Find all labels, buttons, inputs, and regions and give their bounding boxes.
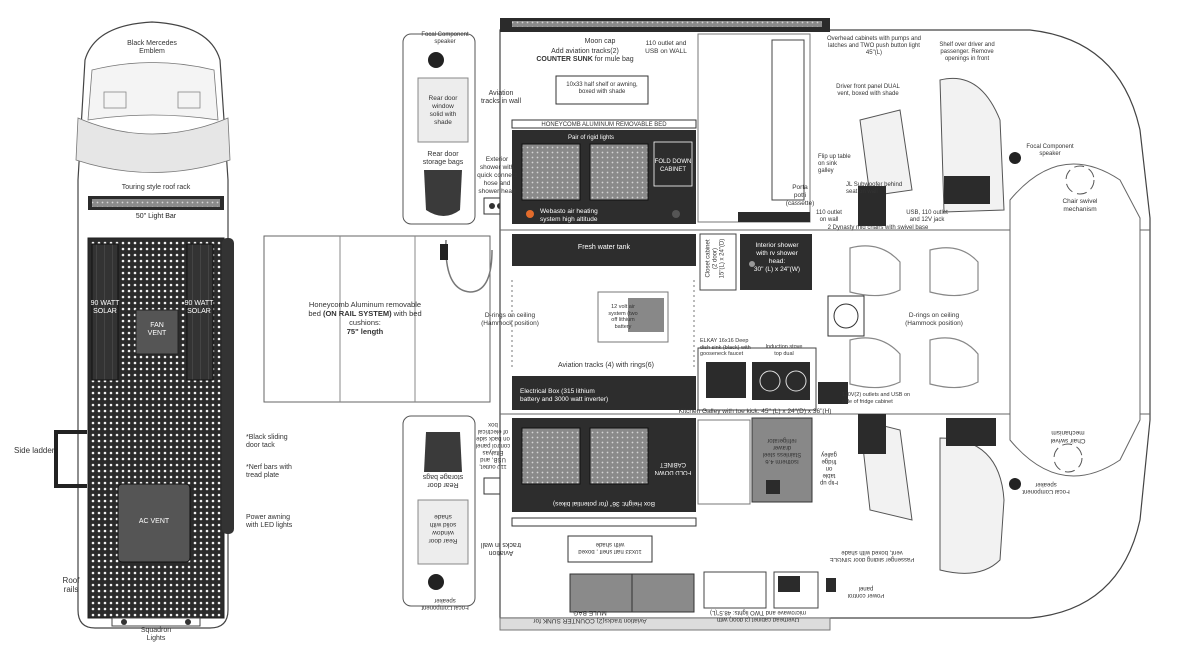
power-panel-label: Power control panel	[847, 585, 885, 598]
overhead-cabinet-label: Overhead cabinets with pumps and latches…	[826, 36, 922, 56]
exterior-shower-label: Exterior shower with quick connect hose …	[477, 156, 517, 195]
roof-view	[54, 21, 234, 629]
honeycomb-label: HONEYCOMB ALUMINUM REMOVABLE BED	[541, 122, 667, 128]
shower-line4: 30" (L) x 24"(W)	[753, 266, 801, 273]
side-ladder	[54, 430, 87, 488]
chair-swivel-bottom-label: Chair swivel mechanism	[1050, 429, 1086, 444]
bottom-overhead-label: Overhead cabinet (3 door) with microwave…	[709, 609, 807, 622]
webasto-label: Webasto air heating system high altitude	[540, 208, 598, 223]
rigid-lights-label: Pair of rigid lights	[567, 135, 615, 141]
top-fold-down-label: FOLD DOWN CABINET	[654, 159, 692, 173]
bottom-shelf-label: 10x33 half shelf , boxed with shade	[578, 541, 642, 554]
electrical-box-label: Electrical Box (315 lithium battery and …	[520, 388, 609, 403]
chair-swivel-top-label: Chair swivel mechanism	[1062, 198, 1098, 213]
removable-bed	[263, 235, 491, 403]
top-tracks-line1: Add aviation tracks(2)	[551, 48, 619, 55]
solar-left-label: 90 WATT SOLAR	[90, 300, 120, 315]
shower-label: Interior shower with rv shower head: 30"…	[746, 242, 808, 274]
shower-line1: Interior shower	[755, 242, 799, 249]
shower-line2: with rv shower	[756, 250, 798, 257]
rear-door-top	[402, 33, 509, 293]
flip-table-label: Flip up table on sink galley	[818, 154, 851, 174]
fridge-label: Isotherm 4.6 Stainless steel drawer refr…	[762, 437, 802, 464]
solar-panel-left	[91, 243, 119, 381]
roof-rack-label: Touring style roof rack	[121, 184, 191, 191]
rear-top-window-label: Rear door window solid with shade	[428, 95, 458, 126]
moon-cap-label: Moon cap	[584, 38, 616, 45]
side-ladder-label: Side ladder	[14, 446, 55, 455]
ac-vent	[117, 483, 191, 563]
passenger-door-label: Passenger sliding door SINGLE vent, boxe…	[829, 549, 915, 562]
rear-bottom-tracks-label: Aviation tracks in wall	[480, 541, 522, 556]
top-tracks-label: Add aviation tracks(2) COUNTER SUNK for …	[520, 48, 650, 64]
usb-jack-label: USB, 110 outlet and 12V jack	[906, 210, 948, 223]
nerf-bars-note: *Nerf bars with tread plate	[246, 464, 292, 479]
fan-vent-label: FAN VENT	[147, 322, 167, 337]
bed-label-post: with bed	[391, 309, 422, 318]
rear-bottom-speaker-label: Focal Component speaker	[421, 597, 469, 610]
rear-bottom-window-label: Rear door window solid with shade	[428, 513, 458, 544]
mule-bag-line2: MULE BAG	[573, 609, 607, 616]
fridge-outlet-label: 110V(2) outlets and USB on side of fridg…	[842, 392, 911, 405]
mule-bag-line1: Aviation tracks(2) COUNTER SUNK for	[533, 617, 647, 624]
sliding-door-note: *Black sliding door tack	[246, 434, 288, 449]
awning-note: Power awning with LED lights	[246, 514, 293, 529]
induction-label: Induction stove top dual	[765, 344, 803, 357]
bed-label-pre: bed	[308, 309, 323, 318]
d-rings-left-label: D-rings on ceiling (Hammock position)	[481, 312, 539, 327]
porta-potti-label: Porta potti (cassette)	[785, 184, 815, 207]
top-outlet-label: 110 outlet and USB on WALL	[645, 40, 687, 55]
bed-label-line2: bed (ON RAIL SYSTEM) with bed	[300, 309, 430, 318]
bed-length: 75" length	[346, 327, 384, 336]
ac-vent-label: AC VENT	[138, 518, 170, 525]
rear-top-speaker-label: Focal Component speaker	[421, 32, 469, 45]
d-rings-right-label: D-rings on ceiling (Hammock position)	[905, 312, 963, 327]
elkay-sink-label: ELKAY 16x16 Deep dish sink (black) with …	[700, 338, 751, 357]
aviation-rings-label: Aviation tracks (4) with rings(6)	[558, 362, 654, 369]
bed-label-line3: cushions:	[349, 318, 381, 327]
rear-bottom-bags-label: Rear door storage bags	[422, 473, 464, 488]
bed-label-bold: (ON RAIL SYSTEM)	[322, 309, 392, 318]
rear-door-bottom	[402, 415, 509, 607]
box-height-label: Box Height: 36" (for potential bikes)	[552, 500, 656, 507]
awning	[222, 238, 234, 534]
rear-top-bags-label: Rear door storage bags	[422, 151, 464, 166]
mule-bag-label: Aviation tracks(2) COUNTER SUNK for MULE…	[520, 608, 660, 624]
bed-label-line1: Honeycomb Aluminum removable	[308, 300, 422, 309]
bed-label: Honeycomb Aluminum removable bed (ON RAI…	[300, 300, 430, 336]
squadron-lights-label: Squadron Lights	[140, 627, 172, 642]
driver-panel-label: Driver front panel DUAL vent, boxed with…	[836, 84, 900, 97]
focal-front-label: Focal Component speaker	[1026, 144, 1074, 157]
battery-label: 12 volt air system (two off lithium batt…	[608, 304, 638, 330]
bottom-fold-down-label: FOLD DOWN CABINET	[654, 461, 692, 475]
rear-top-tracks-label: Aviation tracks in wall	[480, 90, 522, 105]
solar-panel-right	[186, 243, 214, 381]
light-bar-label: 50" Light Bar	[135, 213, 177, 220]
top-tracks-post: for mule bag	[592, 56, 634, 63]
rear-bottom-outlet-label: 110 outlet, USB, and Eltalyas control pa…	[475, 421, 511, 469]
fresh-water-label: Fresh water tank	[577, 244, 631, 251]
galley-label: Kitchen Galley with toe kick: 45" (L) x …	[678, 408, 832, 415]
focal-bottom-label: Focal Component speaker	[1022, 481, 1070, 494]
roof-rails-label: Roof rails	[62, 576, 80, 594]
closet-label: Closet cabinet (2 door) 15"(L) x 24"(D)	[705, 238, 726, 279]
top-shelf-label: 10x33 half shelf or awning, boxed with s…	[566, 82, 638, 95]
shelf-driver-label: Shelf over driver and passenger. Remove …	[939, 42, 995, 62]
emblem-label: Black Mercedes Emblem	[127, 40, 177, 55]
fan-vent	[135, 309, 179, 355]
solar-right-label: 90 WATT SOLAR	[184, 300, 214, 315]
outlet-wall-label: 110 outlet on wall	[816, 210, 842, 223]
flip-fridge-label: Flip up table on fridge galley	[820, 451, 839, 485]
van-interior	[499, 18, 1151, 631]
mid-chairs-label: 2 Dynasty mid chairs with swivel base	[827, 225, 929, 231]
subwoofer-label: JL Subwoofer behind seat on wall	[846, 182, 903, 195]
top-tracks-bold: COUNTER SUNK	[536, 56, 593, 63]
shower-line3: head:	[768, 258, 786, 265]
